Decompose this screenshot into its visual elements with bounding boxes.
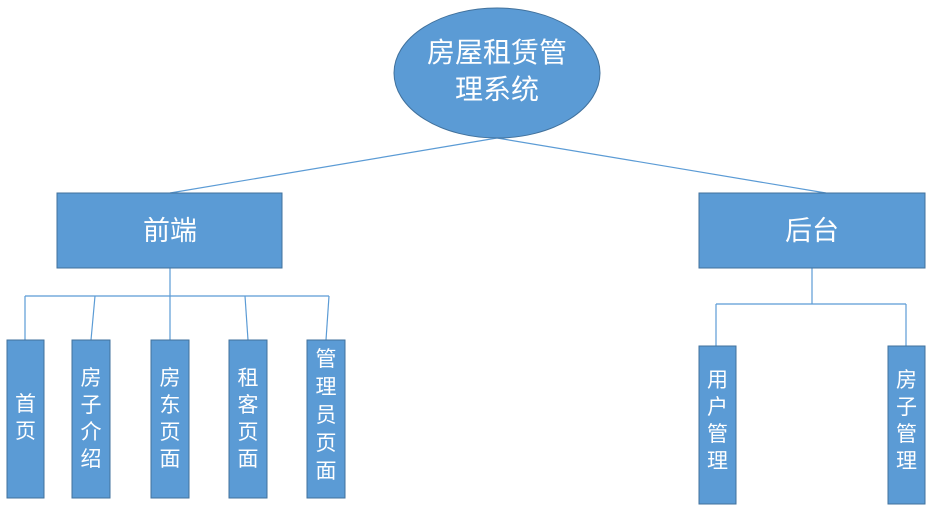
leaf-home: 首 页 [6, 339, 45, 499]
leaf-user-management: 用 户 管 理 [698, 345, 737, 505]
leaf-home-char: 首 [15, 392, 36, 416]
leaf-landlord-page-char: 房 [160, 366, 181, 390]
leaf-user-management-char: 理 [707, 449, 728, 473]
leaf-house-management-char: 子 [896, 395, 917, 419]
backend-node: 后台 [698, 192, 926, 269]
leaf-house-intro-char: 子 [81, 393, 102, 417]
leaf-tenant-page-char: 页 [238, 420, 259, 444]
leaf-tenant-page-char: 客 [238, 393, 259, 417]
leaf-user-management-char: 户 [707, 395, 728, 419]
leaf-house-management-char: 管 [896, 422, 917, 446]
leaf-house-management: 房 子 管 理 [887, 345, 926, 505]
root-label-line1: 房屋租赁管 [427, 36, 567, 69]
backend-label: 后台 [785, 216, 839, 247]
leaf-tenant-page-char: 租 [238, 366, 259, 390]
leaf-tenant-page: 租 客 页 面 [228, 339, 268, 499]
leaf-house-intro: 房 子 介 绍 [71, 339, 111, 499]
leaf-admin-page-char: 面 [316, 459, 337, 483]
leaf-tenant-page-char: 面 [238, 447, 259, 471]
root-node: 房屋租赁管 理系统 [393, 7, 601, 139]
backend-connectors [715, 268, 907, 346]
root-label-line2: 理系统 [455, 73, 539, 106]
frontend-connectors [24, 268, 330, 341]
leaf-house-intro-char: 介 [81, 420, 102, 444]
leaf-house-management-char: 理 [896, 449, 917, 473]
connector-root-frontend [169, 137, 498, 194]
leaf-landlord-page: 房 东 页 面 [150, 339, 190, 499]
frontend-label: 前端 [143, 216, 197, 247]
leaf-landlord-page-char: 页 [160, 420, 181, 444]
leaf-admin-page-char: 页 [316, 431, 337, 455]
leaf-house-intro-char: 房 [81, 366, 102, 390]
leaf-user-management-char: 管 [707, 422, 728, 446]
leaf-house-management-char: 房 [896, 368, 917, 392]
leaf-admin-page: 管 理 员 页 面 [306, 339, 346, 499]
leaf-admin-page-char: 员 [316, 403, 337, 427]
connector-root-backend [496, 137, 827, 194]
leaf-landlord-page-char: 东 [160, 393, 181, 417]
leaf-admin-page-char: 管 [316, 347, 337, 371]
leaf-home-char: 页 [15, 419, 36, 443]
leaf-landlord-page-char: 面 [160, 447, 181, 471]
leaf-user-management-char: 用 [707, 368, 728, 392]
leaf-admin-page-char: 理 [316, 375, 337, 399]
leaf-house-intro-char: 绍 [81, 447, 102, 471]
frontend-node: 前端 [56, 192, 283, 269]
